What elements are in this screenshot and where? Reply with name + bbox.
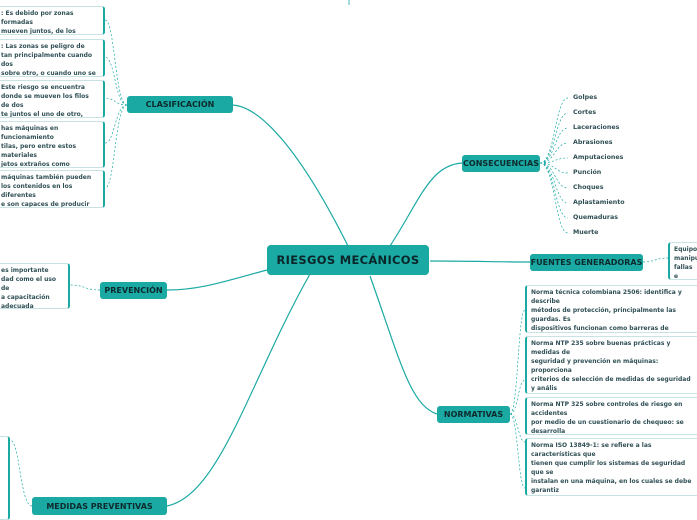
clasificacion-item[interactable]: Este riesgo se encuentra donde se mueven… bbox=[0, 80, 105, 118]
clasificacion-item[interactable]: has máquinas en funcionamiento tilas, pe… bbox=[0, 121, 105, 168]
clasificacion-item[interactable]: máquinas también pueden los contenidos e… bbox=[0, 170, 105, 208]
consecuencia-item[interactable]: Aplastamiento bbox=[573, 199, 625, 206]
normativa-item[interactable]: Norma NTP 235 sobre buenas prácticas y m… bbox=[525, 336, 697, 394]
branch-medidas-preventivas[interactable]: MEDIDAS PREVENTIVAS bbox=[32, 497, 167, 515]
normativa-item[interactable]: Norma ISO 13849-1: se refiere a las cara… bbox=[525, 438, 697, 496]
branch-clasificacion[interactable]: CLASIFICACIÓN bbox=[127, 96, 233, 113]
consecuencia-item[interactable]: Cortes bbox=[573, 109, 597, 116]
clasificacion-item[interactable]: : Las zonas se peligro de tan principalm… bbox=[0, 39, 105, 77]
branch-fuentes-generadoras[interactable]: FUENTES GENERADORAS bbox=[530, 254, 643, 271]
consecuencia-item[interactable]: Amputaciones bbox=[573, 154, 624, 161]
consecuencia-item[interactable]: Punción bbox=[573, 169, 602, 176]
fuentes-text[interactable]: Equipos manipu fallas e manten bbox=[668, 242, 697, 280]
branch-normativas[interactable]: NORMATIVAS bbox=[437, 406, 510, 423]
medidas-box[interactable] bbox=[0, 436, 10, 520]
consecuencia-item[interactable]: Quemaduras bbox=[573, 214, 619, 221]
normativa-item[interactable]: Norma técnica colombiana 2506: identific… bbox=[525, 285, 697, 333]
normativa-item[interactable]: Norma NTP 325 sobre controles de riesgo … bbox=[525, 397, 697, 435]
branch-prevencion[interactable]: PREVENCIÓN bbox=[100, 282, 167, 299]
consecuencia-item[interactable]: Abrasiones bbox=[573, 139, 613, 146]
consecuencia-item[interactable]: Golpes bbox=[573, 94, 598, 101]
consecuencia-item[interactable]: Muerte bbox=[573, 229, 599, 236]
consecuencia-item[interactable]: Laceraciones bbox=[573, 124, 620, 131]
consecuencia-item[interactable]: Choques bbox=[573, 184, 604, 191]
central-topic[interactable]: RIESGOS MECÁNICOS bbox=[267, 245, 429, 275]
branch-consecuencias[interactable]: CONSECUENCIAS bbox=[462, 155, 540, 172]
prevencion-text[interactable]: es importante dad como el uso de a capac… bbox=[0, 263, 70, 309]
clasificacion-item[interactable]: : Es debido por zonas formadas mueven ju… bbox=[0, 6, 105, 35]
